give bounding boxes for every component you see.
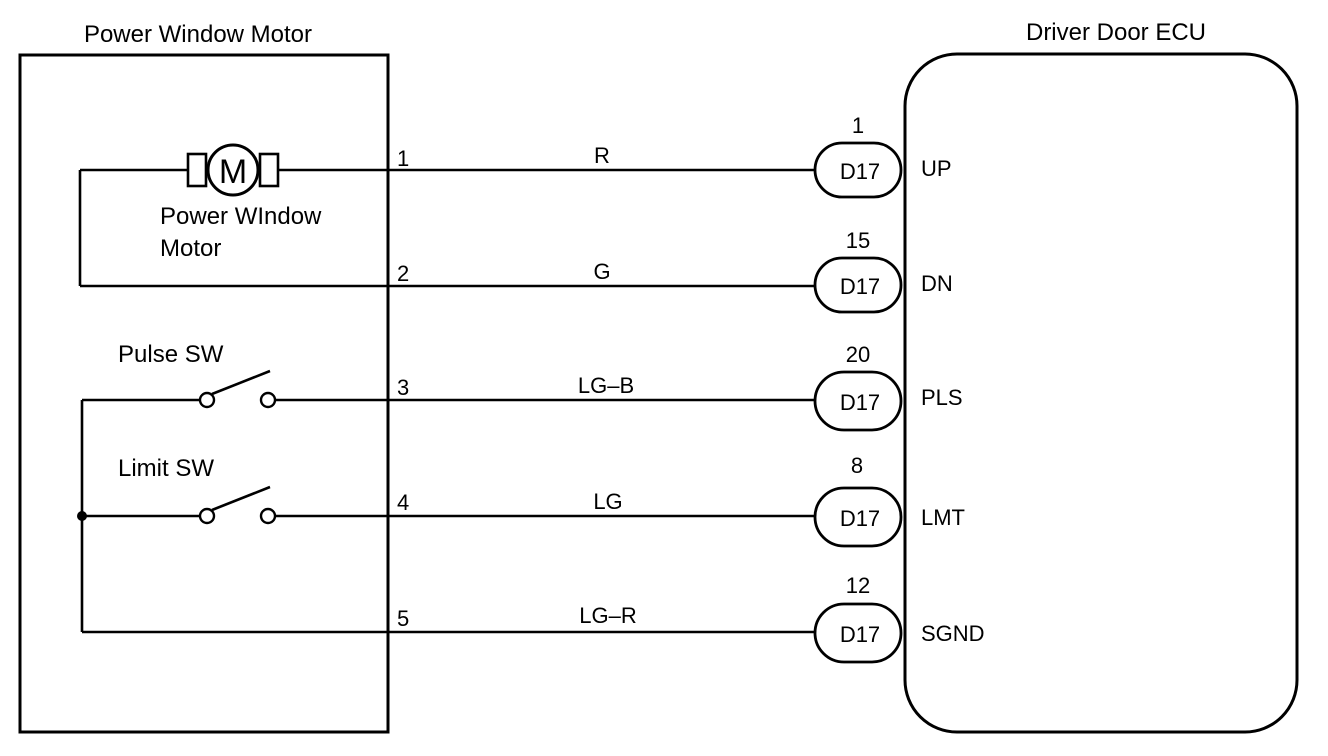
motor-pin-2: 2 [397, 261, 409, 286]
connector-1 [813, 141, 903, 199]
ecu-pin-3: 20 [846, 342, 870, 367]
signal-label-5: SGND [921, 621, 985, 646]
signal-label-4: LMT [921, 505, 965, 530]
signal-label-2: DN [921, 271, 953, 296]
ecu-pin-2: 15 [846, 228, 870, 253]
connector-3 [813, 370, 903, 432]
connector-4 [813, 486, 903, 548]
circuit-1: 1 R 1 D17 UP [388, 113, 952, 199]
motor-pin-1: 1 [397, 146, 409, 171]
connector-label-2: D17 [840, 274, 880, 299]
ecu-pin-4: 8 [851, 453, 863, 478]
motor-symbol-letter: M [219, 153, 247, 191]
motor-label-line2: Motor [160, 235, 221, 262]
motor-pin-3: 3 [397, 375, 409, 400]
limit-sw-label: Limit SW [118, 455, 214, 482]
pulse-switch-icon [198, 369, 277, 409]
connector-label-1: D17 [840, 159, 880, 184]
circuit-5: 5 LG–R 12 D17 SGND [388, 573, 985, 664]
ecu-pin-1: 1 [852, 113, 864, 138]
ecu-box [903, 52, 1299, 734]
motor-icon: M [186, 143, 280, 197]
wire-color-3: LG–B [578, 373, 634, 398]
limit-switch-icon [198, 485, 277, 525]
motor-pin-5: 5 [397, 606, 409, 631]
wire-color-4: LG [593, 489, 622, 514]
motor-label-line1: Power WIndow [160, 203, 322, 230]
wire-color-2: G [593, 259, 610, 284]
motor-assembly-box [18, 53, 390, 734]
pulse-sw-label: Pulse SW [118, 341, 224, 368]
connector-2 [813, 256, 903, 314]
signal-label-3: PLS [921, 385, 963, 410]
wire-color-1: R [594, 143, 610, 168]
circuit-3: 3 LG–B 20 D17 PLS [388, 342, 963, 432]
junction-dot [77, 511, 87, 521]
motor-pin-4: 4 [397, 490, 409, 515]
wire-color-5: LG–R [579, 603, 636, 628]
ecu-box-title: Driver Door ECU [1026, 19, 1206, 46]
motor-box-title: Power Window Motor [84, 21, 312, 48]
connector-label-5: D17 [840, 622, 880, 647]
signal-label-1: UP [921, 156, 952, 181]
circuit-2: 2 G 15 D17 DN [388, 228, 953, 314]
connector-label-4: D17 [840, 506, 880, 531]
ecu-pin-5: 12 [846, 573, 870, 598]
connector-5 [813, 602, 903, 664]
connector-label-3: D17 [840, 390, 880, 415]
circuit-4: 4 LG 8 D17 LMT [388, 453, 965, 548]
